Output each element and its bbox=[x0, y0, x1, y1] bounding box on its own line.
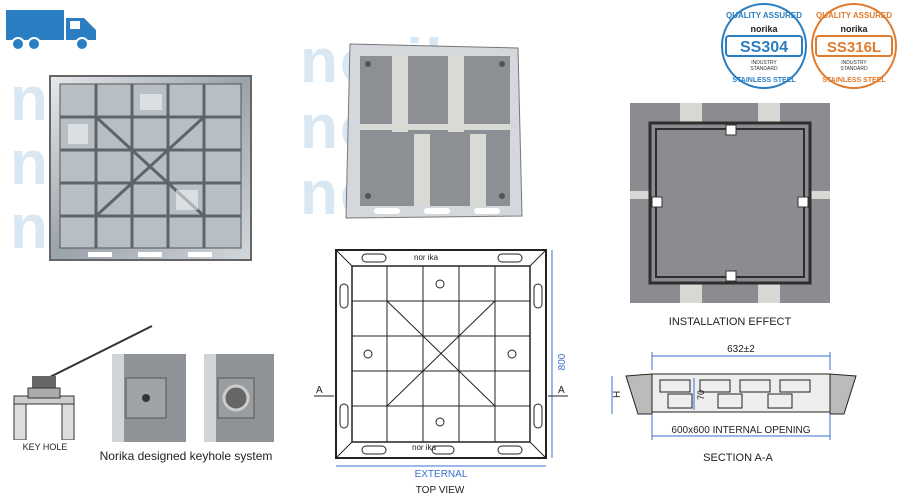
badge-bottom-text: STAINLESS STEEL bbox=[732, 77, 796, 84]
badge-grade: SS304 bbox=[740, 39, 788, 56]
badge-brand: norika bbox=[840, 24, 868, 34]
truck-icon bbox=[4, 6, 100, 52]
keyhole-system-caption: Norika designed keyhole system bbox=[99, 449, 273, 463]
keyhole-photo-open bbox=[204, 354, 274, 442]
opening-dimension: 600x600 INTERNAL OPENING bbox=[671, 425, 810, 436]
top-view-brand-label: nor ika bbox=[412, 443, 437, 452]
badge-line2: STANDARD bbox=[750, 66, 778, 72]
keyhole-caption: KEY HOLE bbox=[22, 442, 68, 452]
section-drawing: 632±2 70 H 600x600 INTERNAL OPENING bbox=[608, 340, 878, 450]
keyhole-photo-closed bbox=[112, 354, 186, 442]
installation-effect-caption: INSTALLATION EFFECT bbox=[668, 316, 792, 328]
top-view-drawing: nor ika nor ika 800 EXTERNAL A A bbox=[312, 244, 572, 484]
cover-top-photo bbox=[344, 42, 524, 220]
depth-dimension: 70 bbox=[696, 390, 706, 400]
height-label: H bbox=[612, 391, 623, 398]
top-view-brand-label: nor ika bbox=[414, 253, 439, 262]
top-view-caption: TOP VIEW bbox=[415, 485, 465, 496]
keyhole-diagram bbox=[6, 320, 156, 441]
cover-underside-photo bbox=[48, 74, 253, 262]
width-dimension: 632±2 bbox=[727, 344, 755, 355]
section-marker-right: A bbox=[558, 385, 565, 396]
external-dimension-label: EXTERNAL bbox=[415, 469, 468, 480]
badge-brand: norika bbox=[750, 24, 778, 34]
badge-line2: STANDARD bbox=[840, 66, 868, 72]
badge-top-text: QUALITY ASSURED bbox=[726, 11, 802, 20]
badge-line1: INDUSTRY bbox=[841, 60, 867, 66]
badge-line1: INDUSTRY bbox=[751, 60, 777, 66]
height-dimension: 800 bbox=[557, 353, 568, 370]
badge-grade: SS316L bbox=[827, 39, 881, 56]
section-caption: SECTION A-A bbox=[703, 452, 773, 464]
quality-badge-ss316l: QUALITY ASSURED norika SS316L INDUSTRY S… bbox=[810, 2, 898, 90]
installation-effect-image bbox=[630, 103, 830, 303]
badge-top-text: QUALITY ASSURED bbox=[816, 11, 892, 20]
section-marker-left: A bbox=[316, 385, 323, 396]
quality-badge-ss304: QUALITY ASSURED norika SS304 INDUSTRY ST… bbox=[720, 2, 808, 90]
badge-bottom-text: STAINLESS STEEL bbox=[822, 77, 886, 84]
